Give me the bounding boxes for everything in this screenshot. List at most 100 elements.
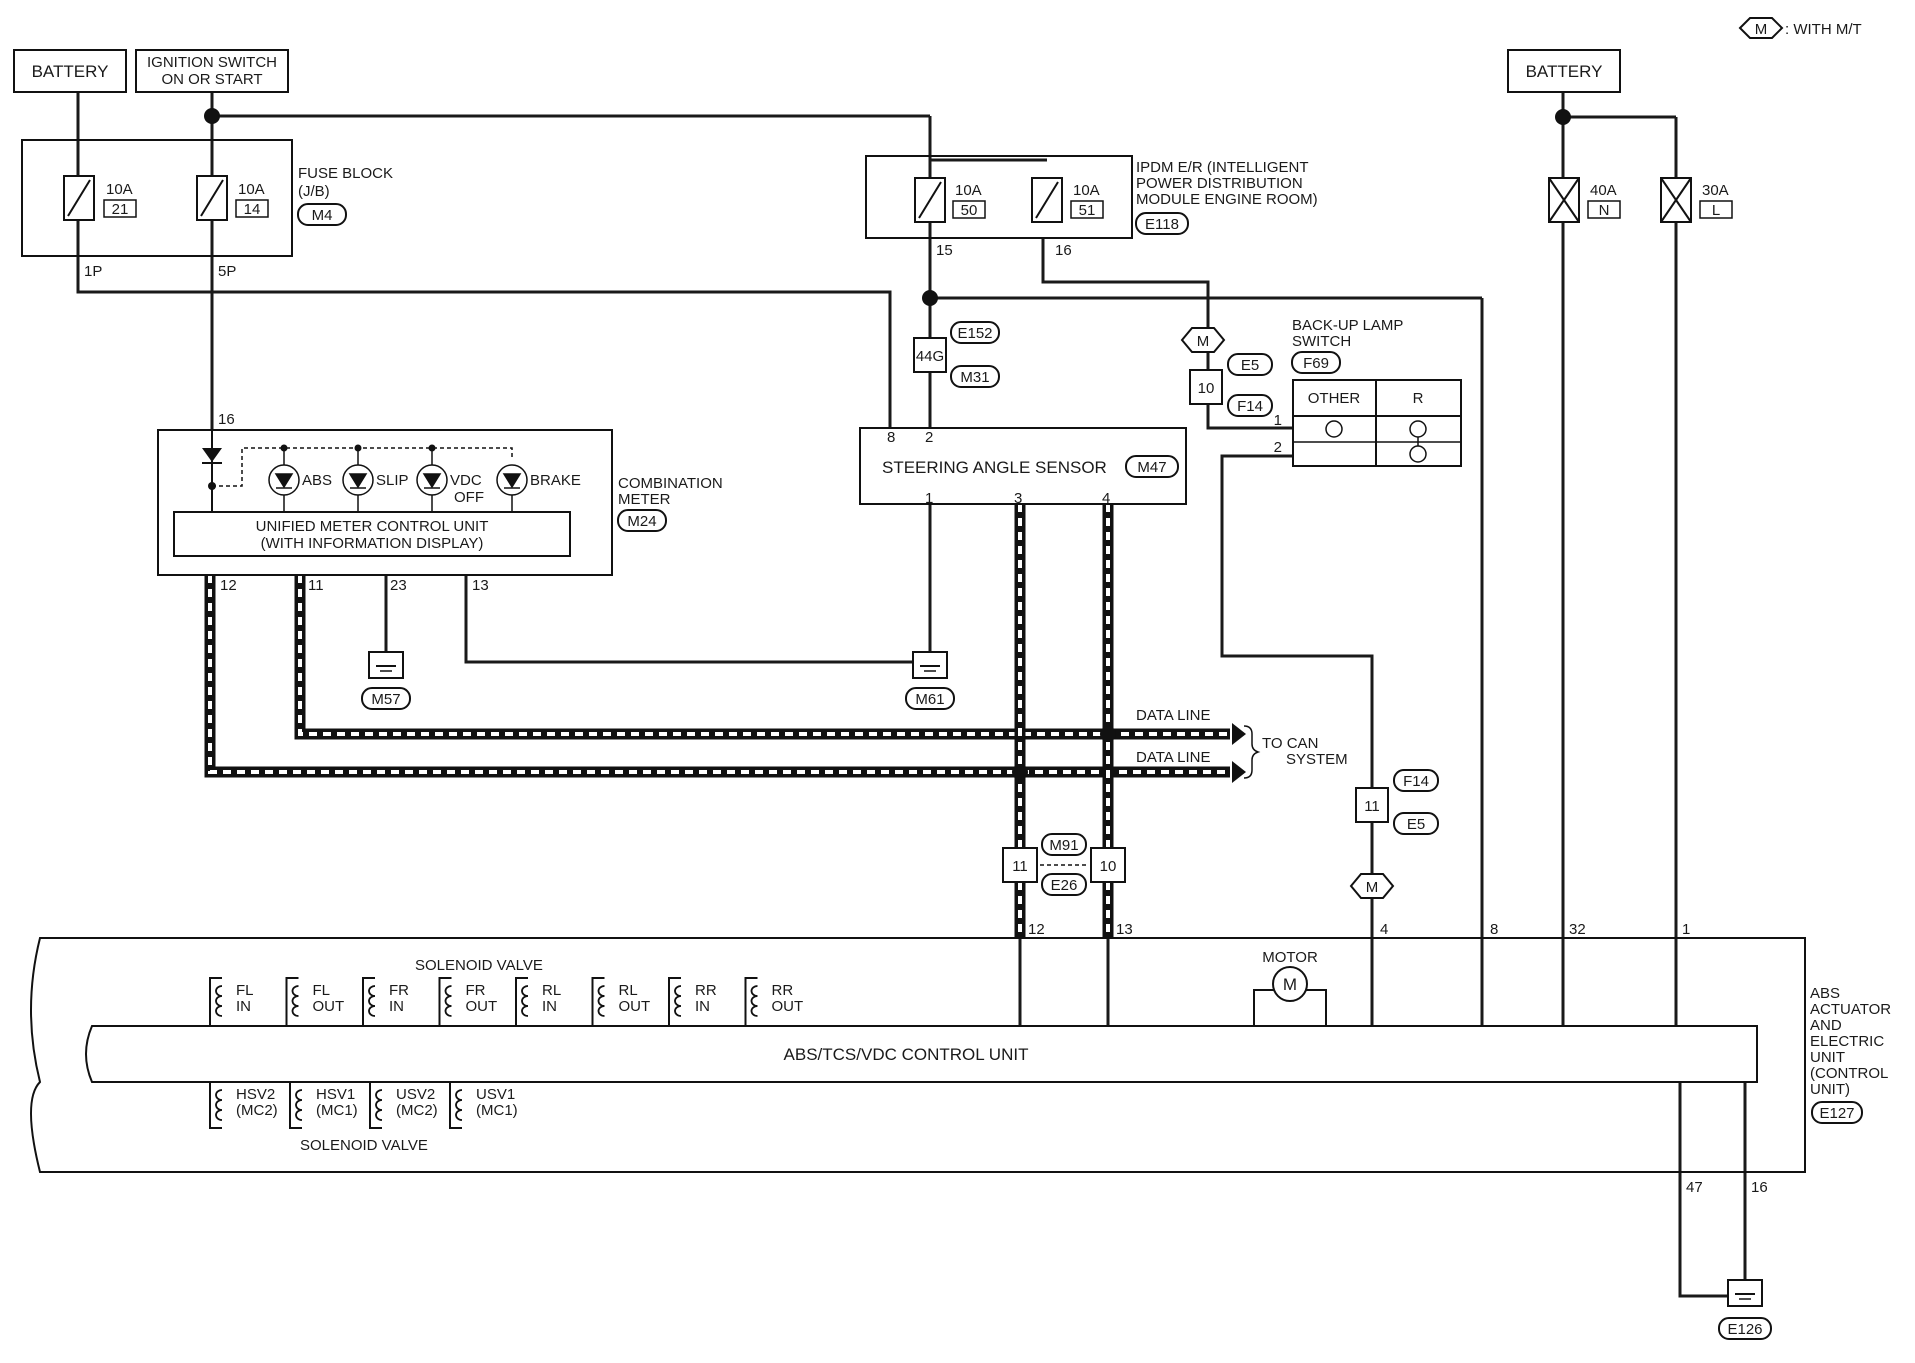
connector-e5-top: E5 — [1241, 357, 1259, 374]
backup-lamp-col-other: OTHER — [1308, 390, 1361, 407]
combination-meter-pin-16: 16 — [218, 411, 235, 428]
mt-diamond-bottom — [1349, 873, 1395, 899]
unified-meter-line2: (WITH INFORMATION DISPLAY) — [261, 535, 484, 552]
fuse-pin-5p: 5P — [218, 263, 236, 280]
backup-lamp-connector: F69 — [1303, 355, 1329, 372]
valve-bottom-label-a: USV1 — [476, 1086, 515, 1103]
junction-10-can-label: 10 — [1100, 858, 1117, 875]
abs-title-2: ACTUATOR — [1810, 1001, 1891, 1018]
mt-diamond-bottom-label: M — [1366, 879, 1379, 896]
ignition-switch-line2: ON OR START — [161, 71, 262, 88]
fusible-link-30a-id: L — [1712, 202, 1720, 219]
abs-pin-12: 12 — [1028, 921, 1045, 938]
abs-pin-47: 47 — [1686, 1179, 1703, 1196]
ipdm-pin-16: 16 — [1055, 242, 1072, 259]
valve-bottom-label-a: HSV2 — [236, 1086, 275, 1103]
connector-e152: E152 — [957, 325, 992, 342]
fuse-14-num: 14 — [244, 201, 261, 218]
valve-bottom-hsv2-mc2: HSV2(MC2) — [209, 1081, 278, 1129]
abs-pin-4: 4 — [1380, 921, 1388, 938]
junction-10-label: 10 — [1198, 380, 1215, 397]
fusible-link-40a-id: N — [1599, 202, 1610, 219]
valve-top-label-a: RR — [772, 982, 794, 999]
valve-top-label-a: RL — [619, 982, 638, 999]
abs-pin-1: 1 — [1682, 921, 1690, 938]
ipdm-title-1: IPDM E/R (INTELLIGENT — [1136, 159, 1309, 176]
combination-meter-title-2: METER — [618, 491, 671, 508]
fuse-block-title: FUSE BLOCK — [298, 165, 393, 182]
valve-top-label-a: FL — [236, 982, 254, 999]
ground-m57-symbol — [368, 651, 404, 679]
valve-bottom-label-b: (MC2) — [236, 1102, 278, 1119]
valve-bottom-label-a: HSV1 — [316, 1086, 355, 1103]
ipdm-box — [865, 155, 1133, 239]
ipdm-title-2: POWER DISTRIBUTION — [1136, 175, 1303, 192]
connector-f14-bottom: F14 — [1403, 773, 1429, 790]
grounds: M57 M61 E126 — [361, 651, 1772, 1340]
abs-title-4: ELECTRIC — [1810, 1033, 1884, 1050]
can-labels: DATA LINE DATA LINE TO CAN SYSTEM — [1136, 707, 1348, 779]
ipdm-er: 10A 50 10A 51 IPDM E/R (INTELLIGENT POWE… — [865, 155, 1318, 259]
fusible-link-30a-amp: 30A — [1702, 182, 1729, 199]
mt-diamond-top-label: M — [1197, 333, 1210, 350]
lamp-slip: SLIP — [376, 472, 409, 489]
connector-e5-bottom: E5 — [1407, 816, 1425, 833]
valve-top-label-b: IN — [389, 998, 404, 1015]
valve-bottom-usv2-mc2: USV2(MC2) — [369, 1081, 438, 1129]
meter-pin-12: 12 — [220, 577, 237, 594]
junction-11-right — [1355, 787, 1389, 823]
inline-connectors: 44G E152 M31 M 10 E5 F14 11 F14 E5 M 11 … — [913, 321, 1439, 899]
mt-symbol — [1738, 17, 1784, 39]
fusible-link-40a-amp: 40A — [1590, 182, 1617, 199]
battery-left-box — [13, 49, 127, 93]
legend: M : WITH M/T — [1738, 17, 1862, 39]
meter-pin-23: 23 — [390, 577, 407, 594]
wires — [76, 92, 1747, 1298]
abs-control-unit-label: ABS/TCS/VDC CONTROL UNIT — [784, 1045, 1029, 1064]
junction-dots — [204, 108, 1571, 780]
to-can-system-2: SYSTEM — [1286, 751, 1348, 768]
valve-top-label-b: OUT — [772, 998, 804, 1015]
backup-lamp-title-1: BACK-UP LAMP — [1292, 317, 1403, 334]
ground-m61-symbol — [912, 651, 948, 679]
junction-44g-label: 44G — [916, 348, 944, 365]
valve-bottom-hsv1-mc1: HSV1(MC1) — [289, 1081, 358, 1129]
backup-lamp-title-2: SWITCH — [1292, 333, 1351, 350]
fuse-51-num: 51 — [1079, 202, 1096, 219]
legend-text: : WITH M/T — [1785, 21, 1862, 38]
abs-pin-13: 13 — [1116, 921, 1133, 938]
valve-top-label-a: FL — [313, 982, 331, 999]
abs-actuator-unit: ABS/TCS/VDC CONTROL UNIT SOLENOID VALVE … — [30, 921, 1891, 1196]
lamp-abs: ABS — [302, 472, 332, 489]
ipdm-title-3: MODULE ENGINE ROOM) — [1136, 191, 1318, 208]
combination-meter: 16 ABS SLIP VDC OFF BRAKE UNIFIED METER … — [157, 411, 723, 594]
valve-top-label-a: RL — [542, 982, 561, 999]
junction-11-can-label: 11 — [1012, 858, 1028, 875]
fuse-pin-1p: 1P — [84, 263, 102, 280]
fuse-50-num: 50 — [961, 202, 978, 219]
battery-fuses: 40A N 30A L — [1548, 177, 1733, 223]
lamp-brake: BRAKE — [530, 472, 581, 489]
connector-m91: M91 — [1049, 837, 1078, 854]
abs-pin-16: 16 — [1751, 1179, 1768, 1196]
fuse-21-amp: 10A — [106, 181, 133, 198]
combination-meter-connector: M24 — [627, 513, 656, 530]
steering-sensor-label: STEERING ANGLE SENSOR — [882, 458, 1107, 477]
ignition-switch-line1: IGNITION SWITCH — [147, 54, 277, 71]
data-line-2-label: DATA LINE — [1136, 749, 1210, 766]
ipdm-connector: E118 — [1145, 216, 1179, 233]
valve-bottom-label-b: (MC1) — [316, 1102, 358, 1119]
steering-pin-8: 8 — [887, 429, 895, 446]
abs-unit-outline — [30, 937, 1806, 1173]
steering-pin-4: 4 — [1102, 490, 1110, 507]
steering-sensor-connector: M47 — [1137, 459, 1166, 476]
valve-bottom-label-b: (MC1) — [476, 1102, 518, 1119]
motor-label: MOTOR — [1262, 949, 1318, 966]
valve-bottom-label-a: USV2 — [396, 1086, 435, 1103]
battery-right-box — [1507, 49, 1621, 93]
solenoid-valves-bottom: HSV2(MC2)HSV1(MC1)USV2(MC2)USV1(MC1) — [209, 1081, 518, 1129]
